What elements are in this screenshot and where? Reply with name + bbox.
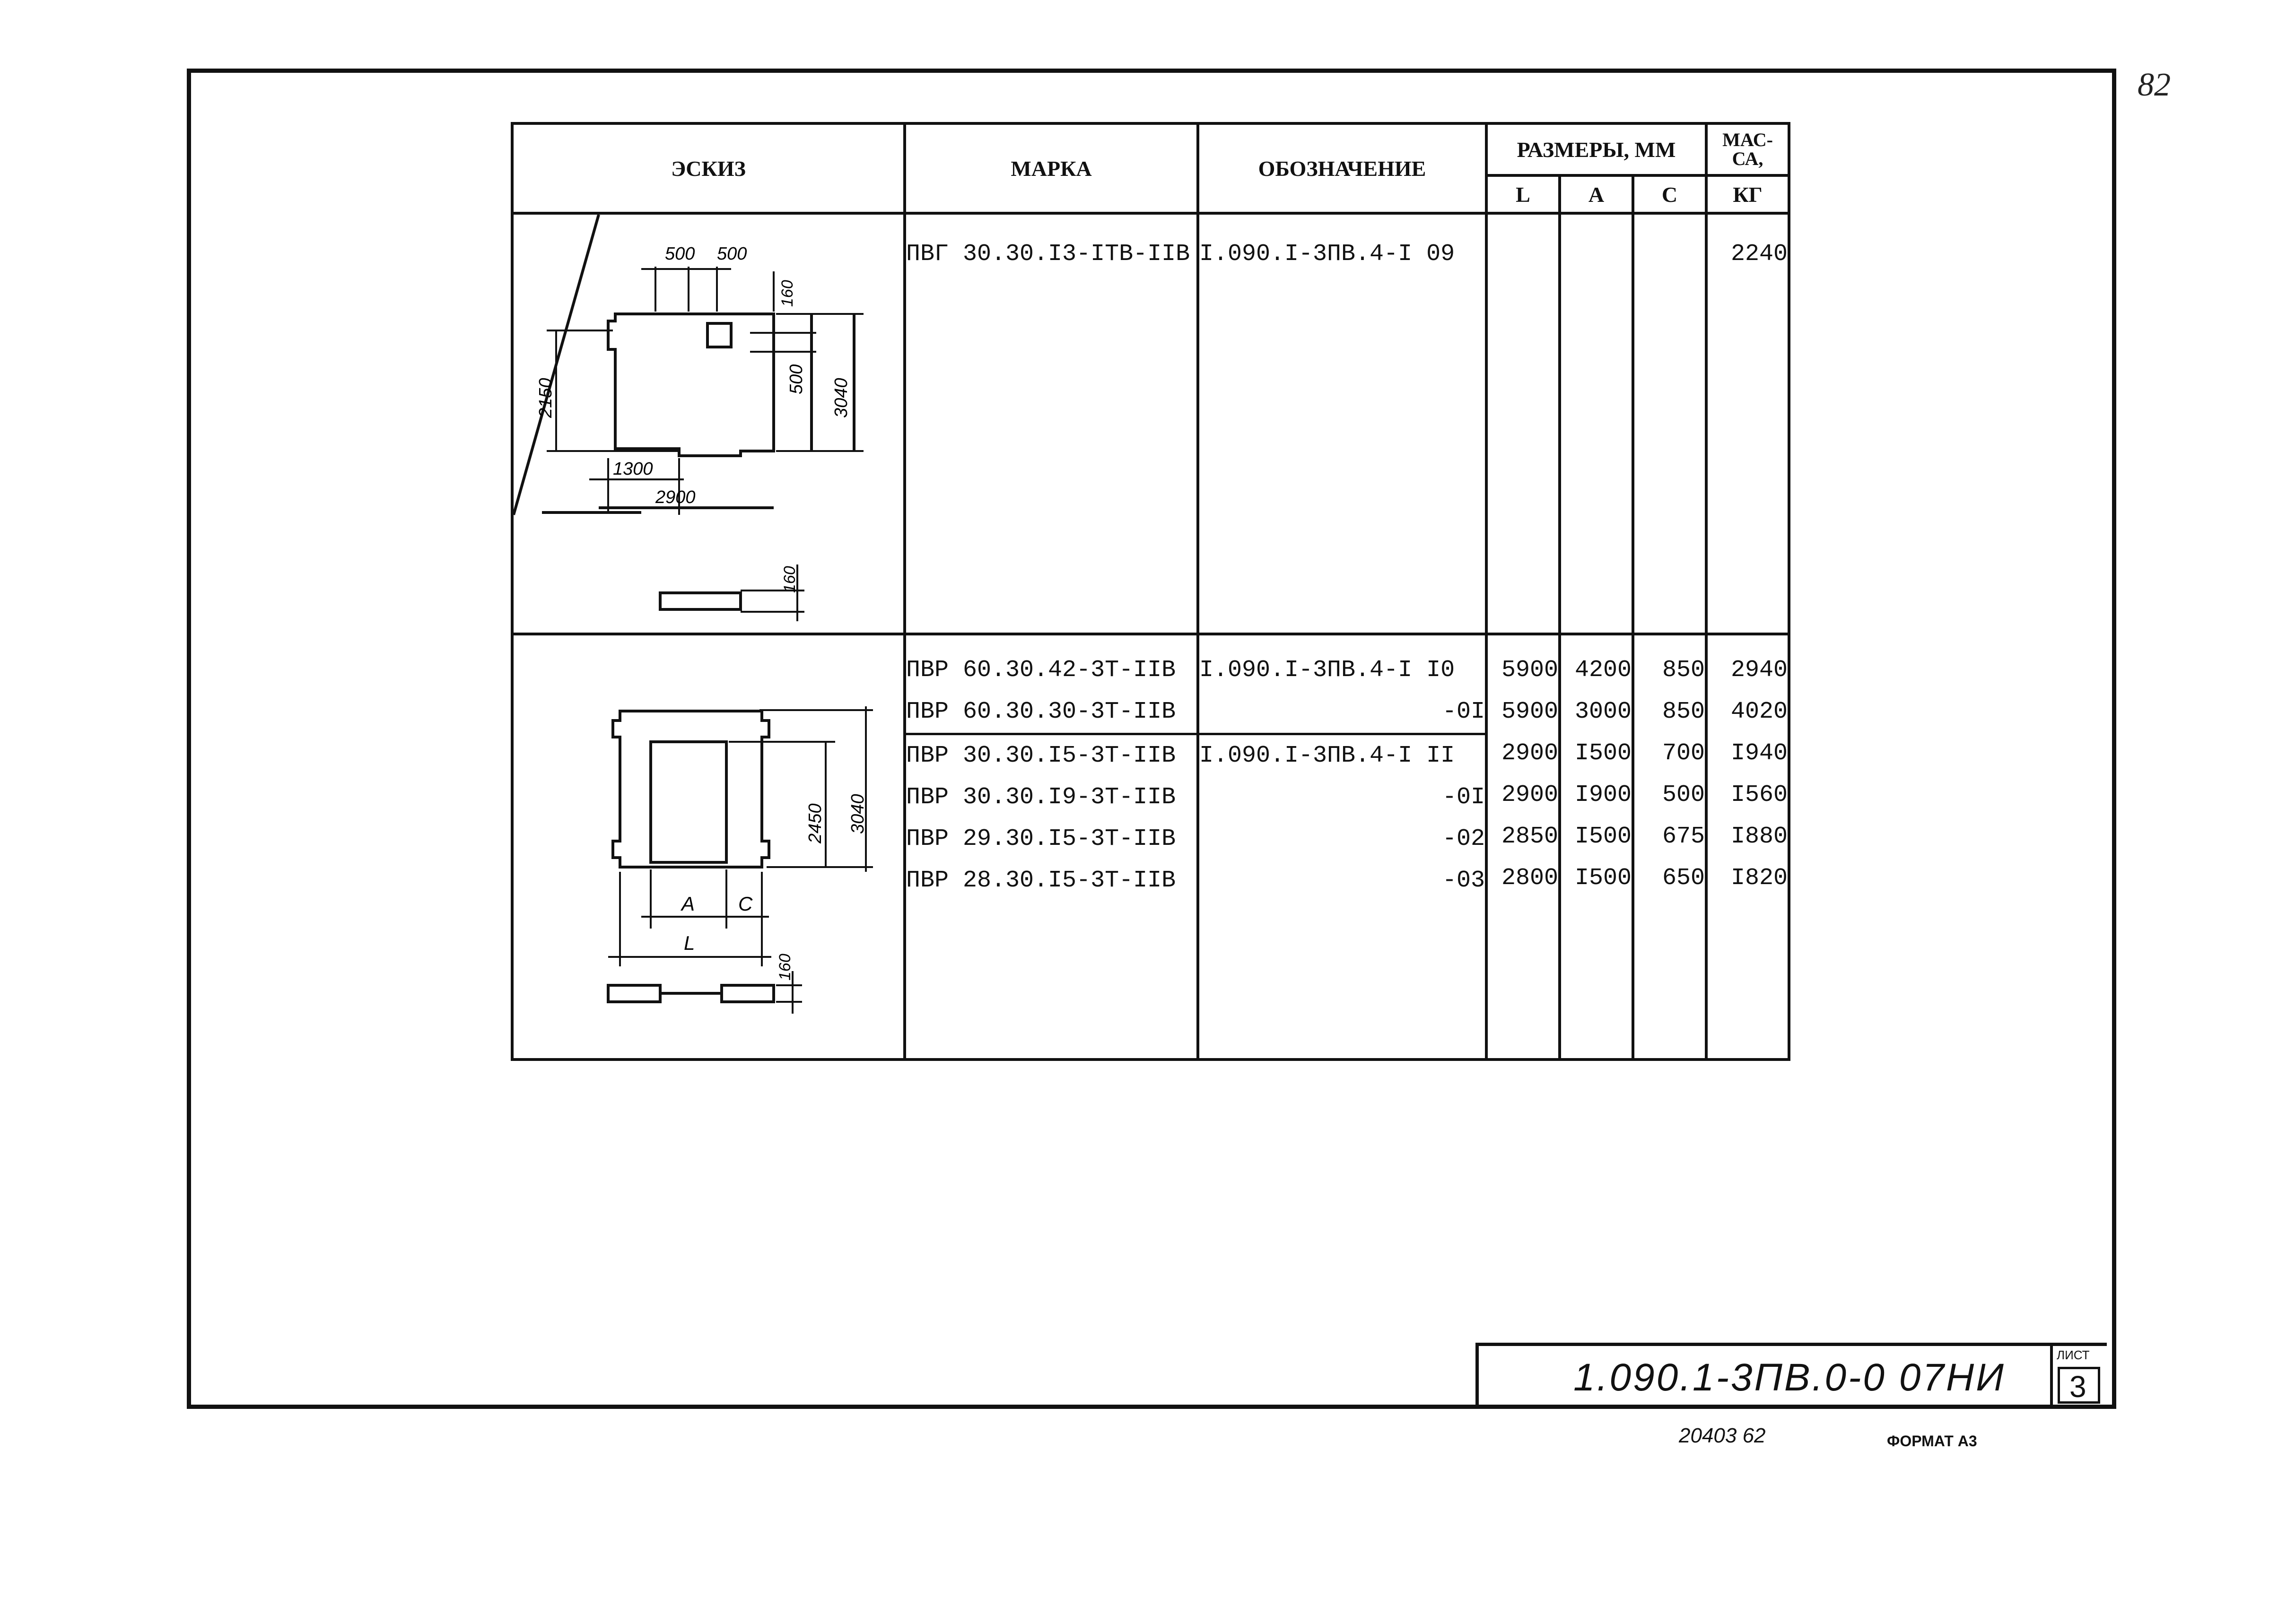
C-row-6: 650 (1662, 865, 1705, 892)
mass-cell-2: 2940 4020 I940 I560 I880 I820 (1705, 633, 1791, 1061)
dim-2900: 2900 (655, 487, 696, 507)
inventory-number: 20403 62 (1679, 1424, 1766, 1447)
header-sketch: ЭСКИЗ (511, 122, 906, 215)
dim-3040: 3040 (831, 378, 851, 418)
A-row-5: I500 (1574, 823, 1632, 850)
A-cell-1 (1558, 212, 1634, 635)
sketch-drawing-2: 2450 3040 A C L 160 (607, 706, 873, 1014)
L-row-6: 2800 (1501, 865, 1558, 892)
document-code: 1.090.1-3ПВ.0-0 07НИ (1573, 1356, 2006, 1399)
C-cell-2: 850 850 700 500 675 650 (1631, 633, 1708, 1061)
dim-500-left: 500 (665, 244, 695, 264)
A-row-3: I500 (1574, 740, 1632, 767)
header-sizes: РАЗМЕРЫ, ММ (1484, 122, 1708, 177)
designation-row-5: -02 (1442, 825, 1485, 852)
marka-row-4: ПВР 30.30.I9-3Т-IIВ (906, 784, 1176, 811)
mass-pvg: 2240 (1730, 241, 1788, 268)
dim-500-right: 500 (717, 244, 747, 264)
drawing-frame (187, 69, 2116, 1409)
marka-row-5: ПВР 29.30.I5-3Т-IIВ (906, 825, 1176, 852)
header-mass: МАС- СА, (1705, 122, 1791, 177)
dim-160-bottom: 160 (781, 566, 799, 593)
header-designation: ОБОЗНАЧЕНИЕ (1196, 122, 1488, 215)
table-row-group2: 2450 3040 A C L 160 ПВР 60.30.42-3Т-IIВ … (511, 633, 1791, 1061)
mass-row-2: 4020 (1730, 698, 1788, 725)
designation-row-6: -03 (1442, 867, 1485, 894)
sketch-panel-2: 2450 3040 A C L 160 (511, 633, 906, 1061)
designation-cell-2: I.090.I-3ПВ.4-I I0 -0I I.090.I-3ПВ.4-I I… (1196, 633, 1488, 1061)
sheet-number: 3 (2069, 1370, 2086, 1404)
title-block: 1.090.1-3ПВ.0-0 07НИ ЛИСТ 3 (1475, 1343, 2107, 1409)
A-row-4: I900 (1574, 782, 1632, 808)
corner-note: 82 (2138, 67, 2171, 103)
A-row-6: I500 (1574, 865, 1632, 892)
C-row-4: 500 (1662, 782, 1705, 808)
table-row-group1: 500 500 160 500 3040 2150 1300 2900 160 … (511, 212, 1791, 635)
C-row-3: 700 (1662, 740, 1705, 767)
header-L: L (1485, 174, 1561, 215)
designation-row-2: -0I (1442, 698, 1485, 725)
C-row-2: 850 (1662, 698, 1705, 725)
header-mass-unit: КГ (1705, 174, 1791, 215)
marka-row-3: ПВР 30.30.I5-3Т-IIВ (906, 733, 1196, 777)
C-row-1: 850 (1662, 657, 1705, 684)
A-cell-2: 4200 3000 I500 I900 I500 I500 (1558, 633, 1634, 1061)
dim-2150: 2150 (536, 378, 556, 418)
marka-row-1: ПВР 60.30.42-3Т-IIВ (906, 657, 1176, 684)
dim-A: A (680, 893, 695, 915)
header-C: C (1631, 174, 1708, 215)
dim-C: C (738, 893, 753, 915)
header-marka: МАРКА (903, 122, 1199, 215)
L-row-2: 5900 (1501, 698, 1558, 725)
L-row-3: 2900 (1501, 740, 1558, 767)
L-row-1: 5900 (1501, 657, 1558, 684)
A-row-1: 4200 (1574, 657, 1632, 684)
dim-3040-b: 3040 (848, 794, 868, 834)
dim-500-side: 500 (786, 365, 806, 394)
mass-row-3: I940 (1730, 740, 1788, 767)
paper-format: ФОРМАТ А3 (1887, 1433, 1977, 1450)
L-row-4: 2900 (1501, 782, 1558, 808)
marka-row-6: ПВР 28.30.I5-3Т-IIВ (906, 867, 1176, 894)
sketch-drawing-1: 500 500 160 500 3040 2150 1300 2900 160 (514, 215, 864, 621)
marka-row-2: ПВР 60.30.30-3Т-IIВ (906, 698, 1176, 725)
L-cell-2: 5900 5900 2900 2900 2850 2800 (1485, 633, 1561, 1061)
header-mass-label: МАС- СА, (1722, 129, 1773, 169)
L-cell-1 (1485, 212, 1561, 635)
marka-cell-2: ПВР 60.30.42-3Т-IIВ ПВР 60.30.30-3Т-IIВ … (903, 633, 1199, 1061)
A-row-2: 3000 (1574, 698, 1632, 725)
sheet-box: ЛИСТ 3 (2050, 1346, 2107, 1409)
dim-2450: 2450 (805, 803, 825, 844)
header-A: A (1558, 174, 1634, 215)
mass-row-1: 2940 (1730, 657, 1788, 684)
L-row-5: 2850 (1501, 823, 1558, 850)
designation-cell-1: I.090.I-3ПВ.4-I 09 (1196, 212, 1488, 635)
designation-row-1: I.090.I-3ПВ.4-I I0 (1199, 657, 1455, 684)
mass-row-6: I820 (1730, 865, 1788, 892)
designation-row-3: I.090.I-3ПВ.4-I II (1199, 733, 1485, 777)
mass-row-5: I880 (1730, 823, 1788, 850)
spec-table: ЭСКИЗ МАРКА ОБОЗНАЧЕНИЕ РАЗМЕРЫ, ММ МАС-… (511, 122, 1791, 1061)
marka-cell-1: ПВГ 30.30.I3-IТВ-IIВ (903, 212, 1199, 635)
dim-1300: 1300 (613, 459, 653, 479)
dim-160-top: 160 (778, 280, 796, 307)
C-row-5: 675 (1662, 823, 1705, 850)
sheet-number-box: 3 (2058, 1367, 2100, 1404)
mass-cell-1: 2240 (1705, 212, 1791, 635)
sketch-panel-1: 500 500 160 500 3040 2150 1300 2900 160 (511, 212, 906, 635)
C-cell-1 (1631, 212, 1708, 635)
mass-row-4: I560 (1730, 782, 1788, 808)
dim-L: L (684, 932, 695, 954)
marka-pvg: ПВГ 30.30.I3-IТВ-IIВ (906, 241, 1190, 268)
dim-160-b: 160 (776, 954, 794, 981)
designation-pvg: I.090.I-3ПВ.4-I 09 (1199, 241, 1455, 268)
sheet-label: ЛИСТ (2057, 1348, 2090, 1362)
designation-row-4: -0I (1442, 784, 1485, 811)
